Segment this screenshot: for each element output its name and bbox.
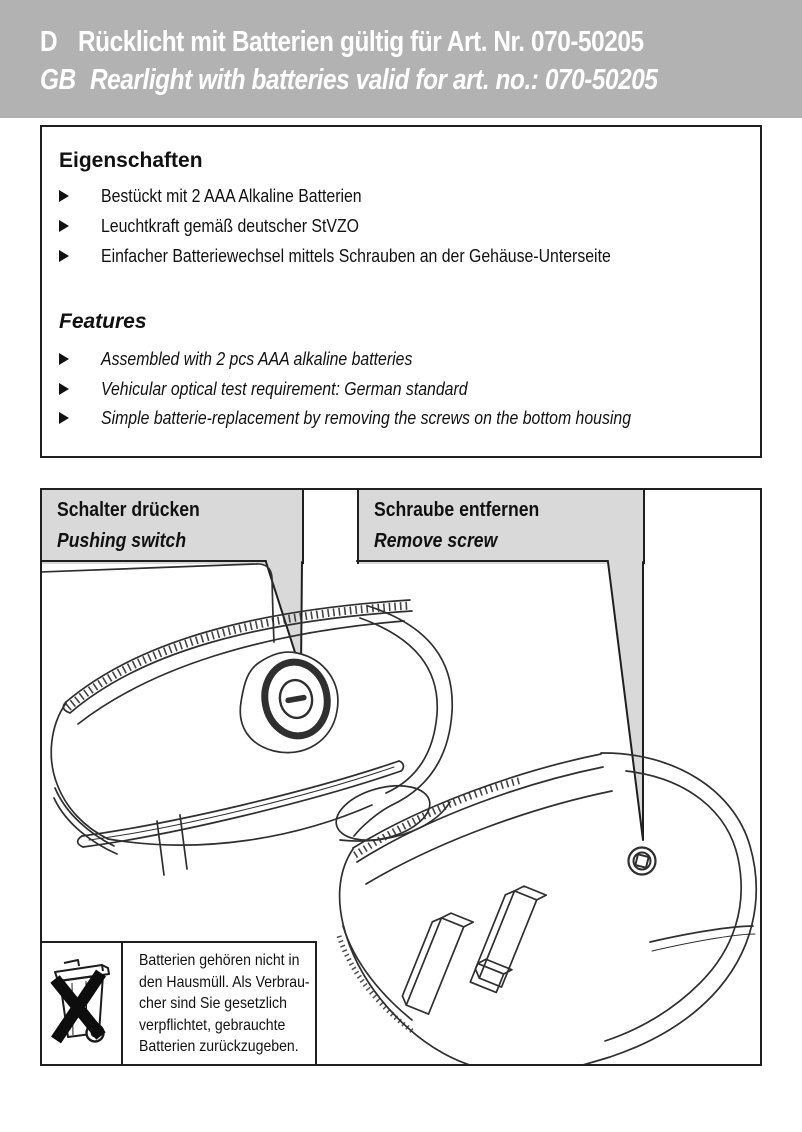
bullet-triangle-icon [59,250,80,262]
battery-contact-block [469,958,513,994]
callout-switch: Schalter drücken Pushing switch [40,488,304,564]
feature-item-de: Bestückt mit 2 AAA Alkaline Batterien [59,186,397,207]
bullet-triangle-icon [59,383,80,395]
header-line-en: GB Rearlight with batteries valid for ar… [40,64,766,97]
disposal-icon-cell [42,943,123,1064]
header-title-en: Rearlight with batteries valid for art. … [90,64,658,96]
header-title-de: Rücklicht mit Batterien gültig für Art. … [78,26,644,58]
header-line-de: D Rücklicht mit Batterien gültig für Art… [40,26,751,59]
bullet-triangle-icon [59,412,80,424]
language-code-en: GB [40,64,76,96]
crossed-out-wheelie-bin-icon [50,959,110,1044]
feature-item-en: Vehicular optical test requirement: Germ… [59,379,518,400]
language-code-de: D [40,26,58,58]
rearlight-bottom-view-drawing [336,752,758,1064]
screw [627,846,657,876]
callout-screw-label-en: Remove screw [374,530,498,552]
callout-screw-label-de: Schraube entfernen [374,499,540,521]
feature-item-en: Assembled with 2 pcs AAA alkaline batter… [59,349,455,370]
callout-switch-label-de: Schalter drücken [57,499,200,521]
feature-item-en: Simple batterie-replacement by removing … [59,408,703,429]
callout-switch-label-en: Pushing switch [57,530,187,552]
header-bar: D Rücklicht mit Batterien gültig für Art… [0,0,802,118]
diagram-box: Schalter drücken Pushing switch Schraube… [40,488,762,1066]
callout-screw: Schraube entfernen Remove screw [357,488,645,564]
features-box: Eigenschaften Bestückt mit 2 AAA Alkalin… [40,125,762,458]
bullet-triangle-icon [59,190,80,202]
feature-item-de: Leuchtkraft gemäß deutscher StVZO [59,216,394,237]
feature-item-de: Einfacher Batteriewechsel mittels Schrau… [59,246,680,267]
disposal-text: Batterien gehören nicht in den Hausmüll.… [139,952,310,1056]
battery-disposal-note: Batterien gehören nicht in den Hausmüll.… [40,941,317,1066]
bullet-triangle-icon [59,353,80,365]
bullet-triangle-icon [59,220,80,232]
section-heading-de: Eigenschaften [59,149,203,172]
rearlight-top-view-drawing [42,563,454,876]
section-heading-en: Features [59,310,147,333]
battery-rib [474,885,548,988]
switch-button [261,658,331,740]
battery-rib [401,912,475,1015]
callout-pointer-wedges [42,559,644,841]
